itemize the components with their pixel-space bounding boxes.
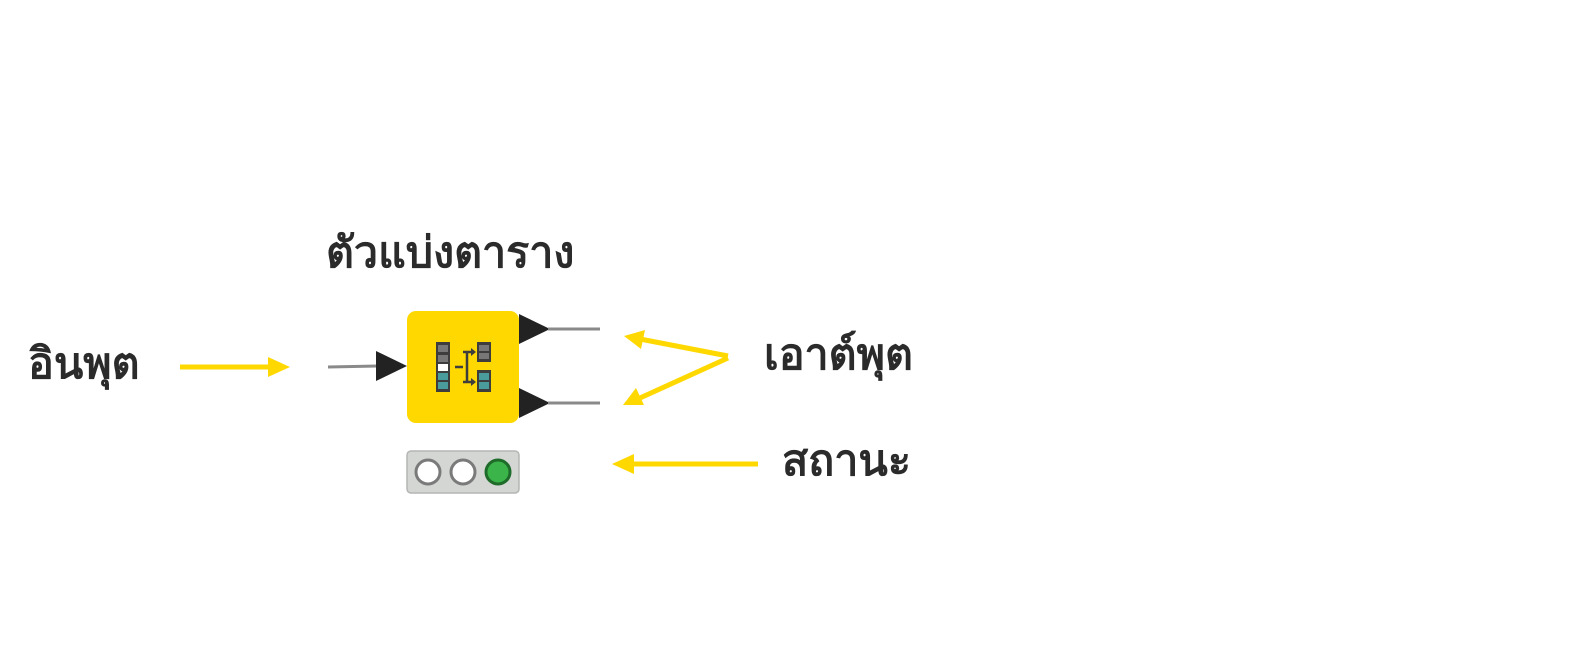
output-port-bottom[interactable] (519, 388, 550, 418)
input-port[interactable] (376, 351, 407, 381)
output-label: เอาต์พุต (764, 330, 913, 380)
green-light (484, 458, 512, 486)
red-light (414, 458, 442, 486)
status-arrow (612, 454, 758, 474)
node-title: ตัวแบ่งตาราง (326, 228, 575, 278)
input-label: อินพุต (28, 339, 140, 389)
table-splitter-icon (436, 342, 491, 392)
output-arrows (623, 330, 730, 405)
yellow-light (449, 458, 477, 486)
input-connector (327, 364, 379, 369)
status-indicator (406, 450, 520, 494)
table-splitter-node[interactable] (407, 311, 519, 423)
output-port-top[interactable] (519, 314, 550, 344)
input-arrow (180, 357, 290, 377)
status-label: สถานะ (782, 436, 911, 486)
